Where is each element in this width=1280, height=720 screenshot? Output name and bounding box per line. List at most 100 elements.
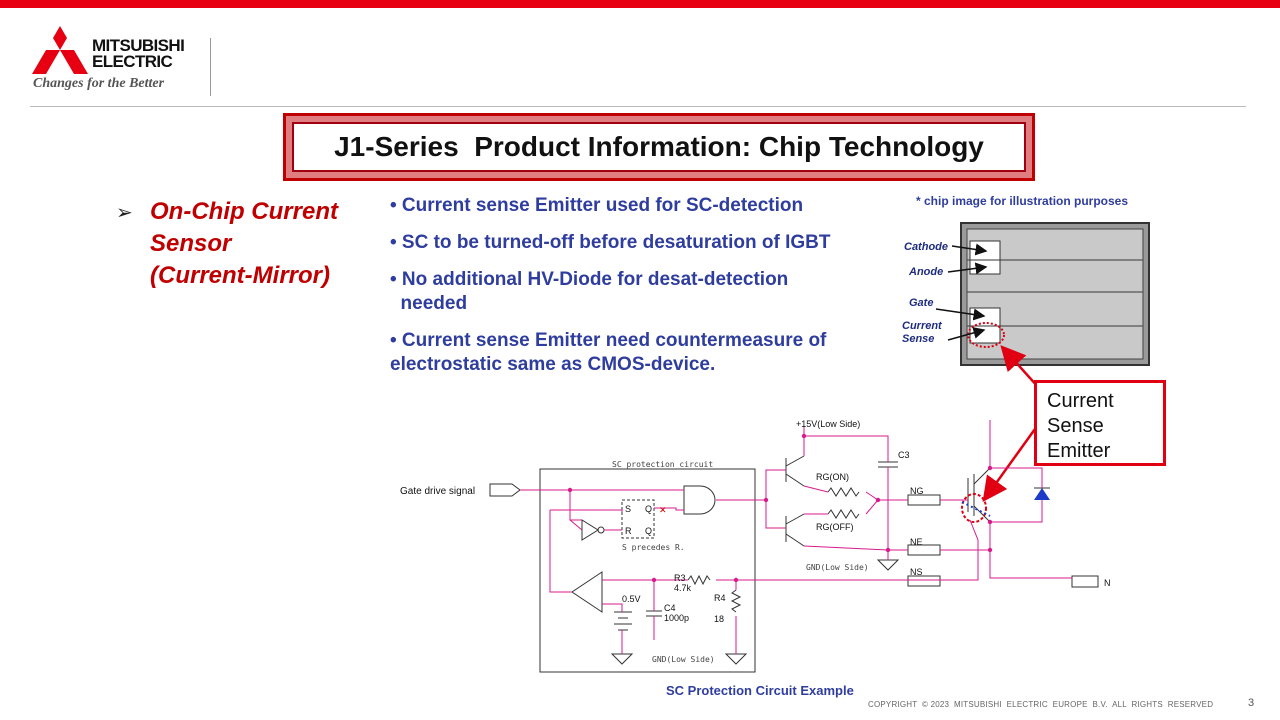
cathode-pointer <box>951 243 988 256</box>
r4-label: R4 <box>714 593 726 603</box>
anode-pointer <box>947 262 988 275</box>
ns-terminal <box>907 575 941 587</box>
wire <box>865 491 908 501</box>
chip-label-cathode: Cathode <box>904 241 948 253</box>
transistor-lower <box>785 533 805 547</box>
freewheel-diode <box>1034 488 1050 500</box>
sense-pointer <box>947 327 986 341</box>
gnd-label: GND(Low Side) <box>652 655 715 664</box>
gnd-label: GND(Low Side) <box>806 563 869 572</box>
title-frame: J1-Series Product Information: Chip Tech… <box>283 113 1035 181</box>
wire <box>550 509 623 512</box>
ff-r-label: R <box>625 526 632 536</box>
gate-pointer <box>935 308 986 321</box>
wire <box>803 435 889 462</box>
left-heading-line2: Sensor <box>150 230 232 257</box>
ns-label: NS <box>910 567 923 577</box>
wire <box>520 489 583 531</box>
r3-value: 4.7k <box>674 583 692 593</box>
ff-q-label: Q <box>645 504 652 514</box>
ff-x-mark: ✕ <box>659 505 667 515</box>
gate-input-port <box>489 483 521 497</box>
brand-name-line1: MITSUBISHI <box>92 36 185 55</box>
vref-label: 0.5V <box>622 594 641 604</box>
wire <box>990 500 1043 523</box>
bullet-item: • No additional HV-Diode for desat-detec… <box>390 268 880 316</box>
ff-qbar-label: Q <box>645 526 652 536</box>
chip-label-current: Current <box>902 320 942 332</box>
current-sense-emitter-callout: Current Sense Emitter <box>1034 380 1166 466</box>
bullet-line-continued: needed <box>390 293 468 314</box>
sc-block-frame <box>539 468 756 673</box>
wire <box>654 507 684 511</box>
wire <box>989 522 1072 579</box>
chip-illustration <box>960 222 1150 366</box>
ng-label: NG <box>910 486 924 496</box>
resistor-rg-on <box>827 487 860 497</box>
wire <box>716 469 786 501</box>
three-diamonds-logo-icon <box>32 26 88 74</box>
callout-line1: Current <box>1047 390 1114 412</box>
chip-label-sense: Sense <box>902 333 935 345</box>
wire <box>803 485 829 493</box>
chip-label-gate: Gate <box>909 297 934 309</box>
transistor-upper <box>785 455 805 467</box>
logo-divider <box>210 38 211 96</box>
and-gate <box>683 485 716 515</box>
resistor-rg-off <box>827 509 860 519</box>
c4-value: 1000p <box>664 613 689 623</box>
resistor-r3 <box>687 574 711 586</box>
wire <box>716 519 979 581</box>
r3-label: R3 <box>674 573 686 583</box>
figure-caption: SC Protection Circuit Example <box>666 683 854 698</box>
wire <box>765 500 786 529</box>
sr-flipflop <box>621 499 655 539</box>
slide-title: J1-Series Product Information: Chip Tech… <box>334 131 984 162</box>
n-output-port <box>1071 575 1099 588</box>
ng-terminal <box>907 494 941 506</box>
junction-dot <box>885 547 891 553</box>
copyright-notice: COPYRIGHT © 2023 MITSUBISHI ELECTRIC EUR… <box>868 700 1214 709</box>
wire <box>865 499 879 515</box>
sc-block-label: SC protection circuit <box>612 460 713 469</box>
callout-to-circuit-pointer <box>982 421 1042 503</box>
junction-dot <box>567 487 573 493</box>
brand-name-line2: ELECTRIC <box>92 52 173 71</box>
title-inner: J1-Series Product Information: Chip Tech… <box>292 122 1026 172</box>
junction-dot <box>987 519 993 525</box>
rg-on-label: RG(ON) <box>816 472 849 482</box>
junction-dot <box>801 433 807 439</box>
rg-off-label: RG(OFF) <box>816 522 854 532</box>
current-sense-highlight <box>967 322 1005 348</box>
ground-icon <box>610 653 634 665</box>
bullet-list: • Current sense Emitter used for SC-dete… <box>390 194 880 390</box>
ne-label: NE <box>910 537 923 547</box>
r4-value: 18 <box>714 614 724 624</box>
page-number: 3 <box>1248 697 1255 709</box>
bullet-item: • Current sense Emitter need countermeas… <box>390 329 880 377</box>
precedes-label: S precedes R. <box>622 543 685 552</box>
callout-line3: Emitter <box>1047 440 1111 462</box>
igbt-sense-highlight <box>961 493 987 523</box>
c3-label: C3 <box>898 450 910 460</box>
bullet-line: • Current sense Emitter used for SC-dete… <box>390 195 804 216</box>
ground-icon <box>724 653 748 665</box>
wire <box>549 510 572 593</box>
igbt <box>973 467 991 485</box>
wire <box>803 545 889 551</box>
bullet-item: • Current sense Emitter used for SC-dete… <box>390 194 880 218</box>
junction-dot <box>763 497 769 503</box>
brand-tagline: Changes for the Better <box>33 76 165 91</box>
resistor-r4 <box>730 589 742 613</box>
bullet-item: • SC to be turned-off before desaturatio… <box>390 231 880 255</box>
igbt-sense-dots <box>961 501 991 517</box>
left-heading-text: On-Chip Current Sensor (Current-Mirror) <box>150 196 338 292</box>
transistor-lower <box>785 513 805 525</box>
wire <box>990 467 1043 488</box>
junction-dot <box>651 577 657 583</box>
transistor-upper <box>785 473 805 487</box>
arrowhead-bullet-icon: ➢ <box>116 202 133 224</box>
bullet-line-continued: electrostatic same as CMOS-device. <box>390 354 716 375</box>
bullet-line: • No additional HV-Diode for desat-detec… <box>390 269 789 290</box>
